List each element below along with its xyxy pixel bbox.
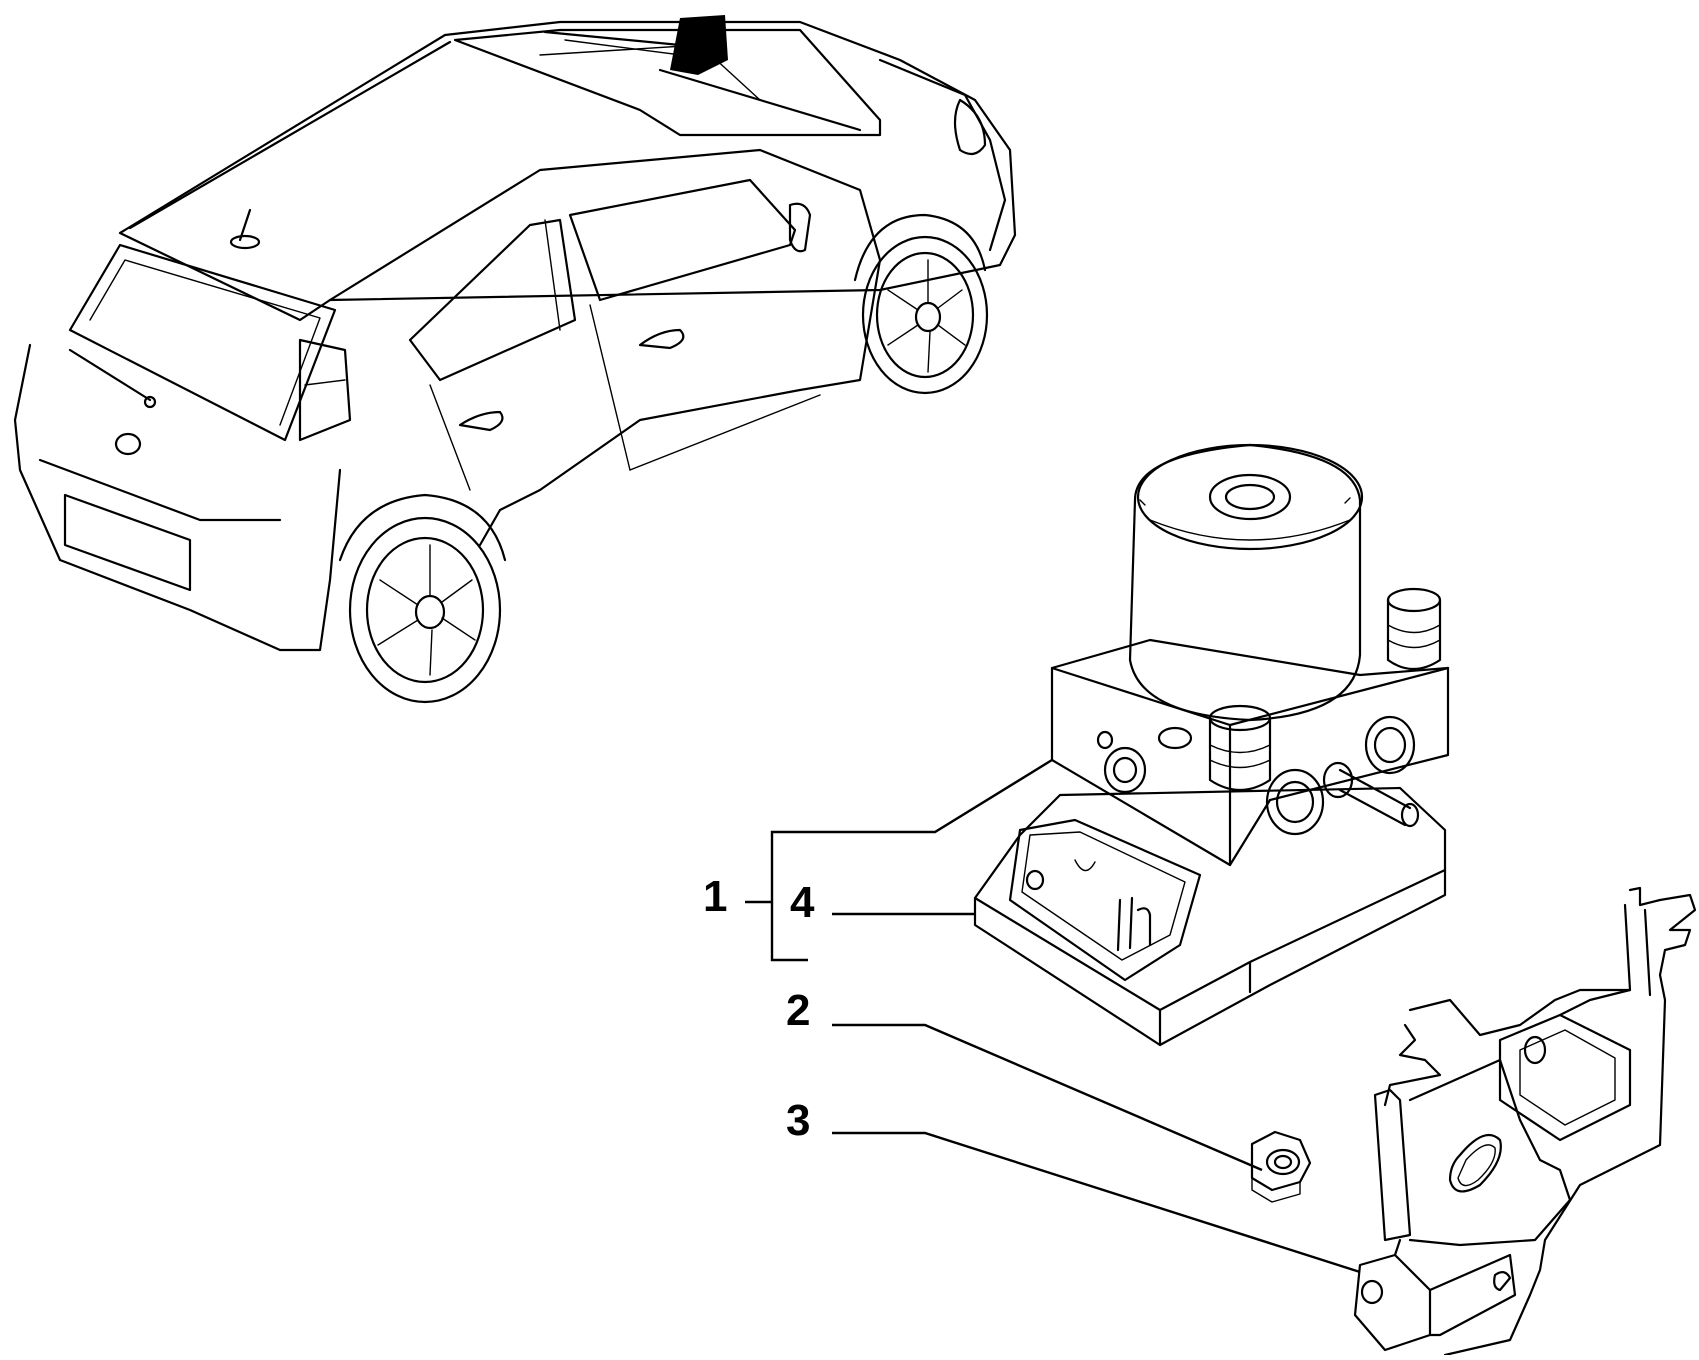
leader-2 [832,1023,1263,1172]
callout-label-4: 4 [790,878,815,927]
leader-1-to-unit [808,758,1053,834]
callout-label-3: 3 [786,1096,811,1145]
abs-unit-icon [973,443,1450,1047]
car-overview-icon [13,15,1017,704]
sensor-highlight [670,15,728,75]
bracket-icon [1353,886,1697,1357]
leader-3 [832,1131,1361,1274]
callout-label-1: 1 [703,872,728,921]
leader-1-bracket [770,830,808,962]
hex-nut-icon [1250,1130,1312,1203]
leader-lines [745,758,1361,1274]
callout-label-2: 2 [786,986,811,1035]
